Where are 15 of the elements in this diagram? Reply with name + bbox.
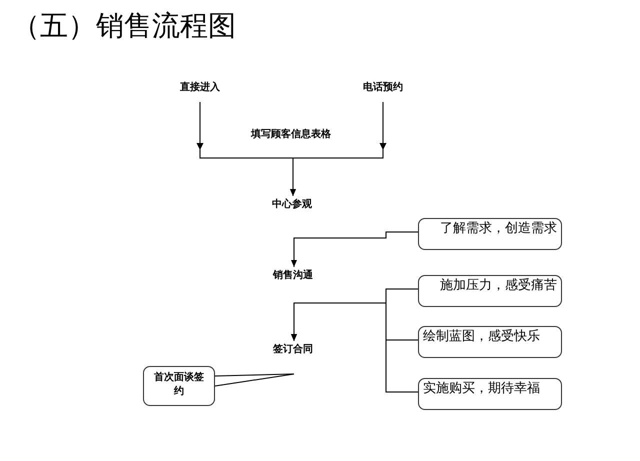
arrow: [291, 302, 418, 392]
arrow: [290, 102, 386, 196]
process-box: 施加压力，感受痛苦: [418, 275, 562, 307]
step-text: 直接进入: [170, 80, 230, 96]
arrow: [291, 232, 418, 268]
title: （五）销售流程图: [12, 8, 236, 44]
step-text: 中心参观: [260, 197, 324, 213]
process-box: 实施购买，期待幸福: [418, 378, 562, 410]
step-text: 填写顾客信息表格: [250, 128, 332, 142]
step-text: 销售沟通: [260, 268, 326, 284]
process-box: 绘制蓝图，感受快乐: [418, 326, 562, 358]
step-text: 电话预约: [353, 80, 413, 96]
process-box: 了解需求，创造需求: [418, 218, 562, 250]
callout-box: 首次面谈签约: [143, 366, 215, 406]
step-text: 签订合同: [260, 342, 326, 374]
